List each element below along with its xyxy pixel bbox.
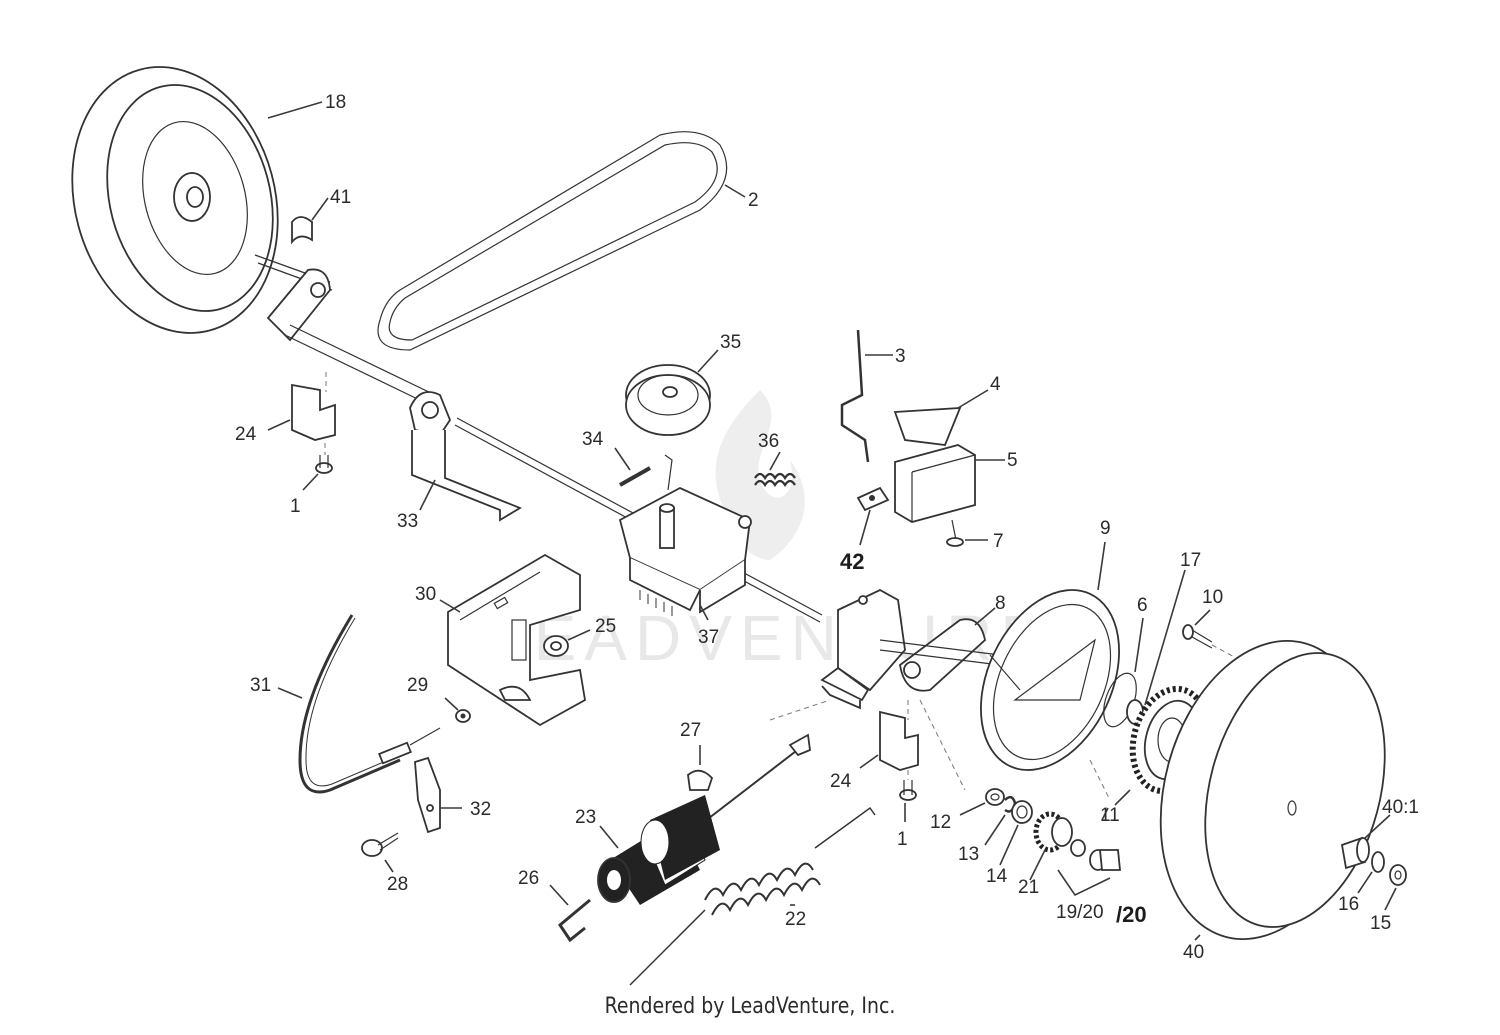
callout-37: 37 — [698, 627, 719, 648]
part-10-bolt[interactable] — [1182, 624, 1213, 649]
callout-labels: 18 41 2 35 3 4 24 34 36 5 1 33 9 7 42 17… — [235, 92, 1419, 963]
part-42-washer[interactable] — [856, 486, 890, 512]
callout-31: 31 — [250, 675, 271, 696]
callout-24-left: 24 — [235, 424, 257, 445]
part-28-screw[interactable] — [361, 832, 399, 857]
callout-6: 6 — [1137, 595, 1148, 616]
part-31-cable[interactable] — [298, 614, 441, 794]
part-32-bracket[interactable] — [414, 756, 441, 834]
callout-22: 22 — [785, 909, 806, 930]
bail-lever[interactable] — [699, 733, 811, 826]
part-40-1-bushing[interactable] — [1340, 836, 1370, 870]
callout-42: 42 — [840, 549, 864, 574]
callout-11: 11 — [1100, 805, 1120, 826]
callout-15: 15 — [1370, 913, 1391, 934]
callout-12: 12 — [930, 812, 951, 833]
callout-40: 40 — [1183, 942, 1204, 963]
callout-25: 25 — [595, 616, 616, 637]
callout-9: 9 — [1100, 518, 1111, 539]
part-41-clip[interactable] — [291, 216, 313, 245]
part-16-washer[interactable] — [1371, 851, 1385, 873]
callout-7: 7 — [993, 531, 1004, 552]
part-24-bracket-right[interactable] — [879, 700, 919, 771]
part-9-drive-disc[interactable] — [954, 568, 1147, 793]
part-4-shield[interactable] — [893, 407, 962, 446]
part-29-nut[interactable] — [455, 709, 471, 723]
part-22-spring[interactable] — [629, 806, 876, 986]
part-7-screw[interactable] — [946, 519, 964, 547]
callout-10: 10 — [1202, 587, 1223, 608]
callout-26: 26 — [518, 868, 539, 889]
callout-30: 30 — [415, 584, 436, 605]
callout-8: 8 — [995, 593, 1006, 614]
callout-13: 13 — [958, 844, 979, 865]
part-14-washer[interactable] — [1011, 800, 1033, 824]
callout-1-right: 1 — [897, 829, 908, 850]
part-35-pulley[interactable] — [625, 364, 711, 436]
part-24-bracket-left[interactable] — [291, 372, 336, 441]
part-1-screw-right[interactable] — [899, 770, 917, 801]
callout-14: 14 — [986, 866, 1008, 887]
part-40-wheel-right[interactable] — [1129, 617, 1413, 962]
callout-16: 16 — [1338, 894, 1359, 915]
callout-4: 4 — [990, 374, 1001, 395]
part-37-transmission[interactable] — [618, 454, 752, 616]
part-15-nut[interactable] — [1389, 864, 1407, 886]
part-20-bolt[interactable] — [1089, 849, 1121, 871]
part-36-spring[interactable] — [754, 472, 796, 488]
part-5-bracket[interactable] — [894, 444, 976, 523]
callout-2: 2 — [748, 190, 759, 211]
callout-36: 36 — [758, 431, 779, 452]
callout-23: 23 — [575, 807, 596, 828]
part-33-rear-axle[interactable] — [254, 254, 523, 522]
part-1-screw-left[interactable] — [315, 443, 333, 474]
callout-41: 41 — [330, 187, 351, 208]
callout-29: 29 — [407, 675, 428, 696]
callout-40-1: 40:1 — [1382, 797, 1419, 818]
part-27-clip[interactable] — [687, 769, 714, 791]
callout-21: 21 — [1018, 877, 1039, 898]
part-8-housing[interactable] — [820, 588, 1001, 710]
render-credit: Rendered by LeadVenture, Inc. — [604, 994, 896, 1019]
callout-33: 33 — [397, 511, 418, 532]
callout-32: 32 — [470, 799, 491, 820]
callout-1-left: 1 — [290, 496, 301, 517]
callout-28: 28 — [387, 874, 408, 895]
callout-19-20: 19/20 — [1056, 902, 1104, 923]
callout-5: 5 — [1007, 450, 1018, 471]
callout-17: 17 — [1180, 550, 1201, 571]
part-25-nut[interactable] — [543, 635, 569, 657]
callout-18: 18 — [325, 92, 346, 113]
callout-3: 3 — [895, 346, 906, 367]
part-34-pin[interactable] — [619, 466, 651, 487]
part-3-rod[interactable] — [840, 329, 870, 463]
part-2-drive-belt[interactable] — [377, 131, 728, 351]
part-26-rod[interactable] — [558, 898, 591, 943]
exploded-parts-diagram: LEADVENTURE — [43, 44, 1419, 986]
assembly-lines — [769, 644, 1241, 801]
part-23-roller[interactable] — [597, 795, 720, 905]
part-21-pinion-gear[interactable] — [1033, 811, 1073, 853]
callout-27: 27 — [680, 720, 701, 741]
callout-24-right: 24 — [830, 771, 852, 792]
callout-20: /20 — [1116, 902, 1147, 927]
part-18-wheel-left[interactable] — [43, 44, 306, 357]
callout-34: 34 — [582, 429, 604, 450]
part-12-washer[interactable] — [985, 788, 1005, 806]
callout-35: 35 — [720, 332, 741, 353]
part-30-mount-plate[interactable] — [447, 553, 586, 727]
part-19-spacer[interactable] — [1070, 839, 1086, 857]
